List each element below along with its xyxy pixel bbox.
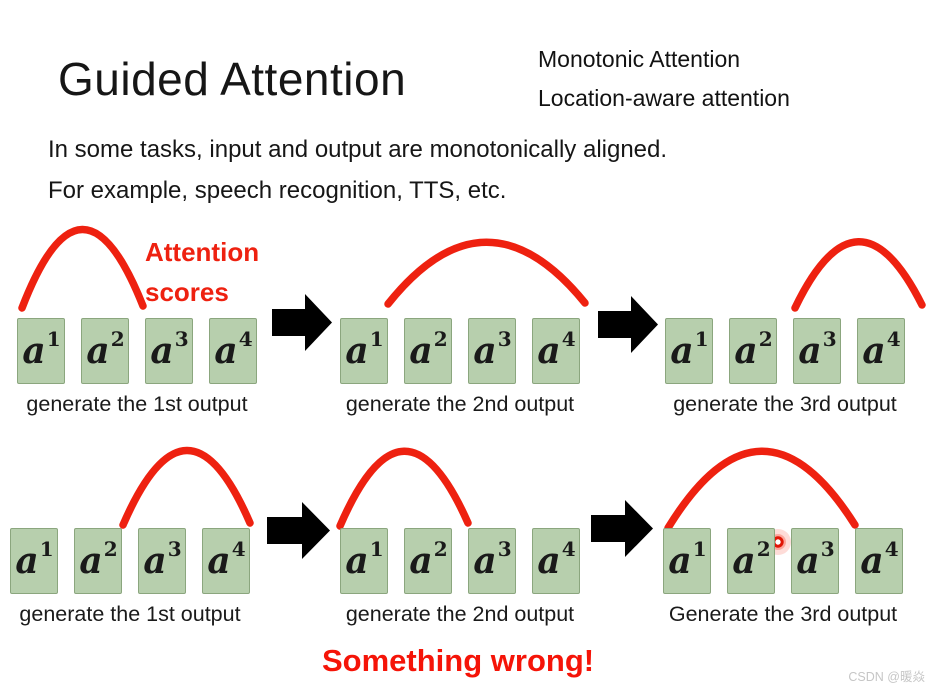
attention-curve-r2s1	[119, 446, 254, 529]
arrow-right-icon-r2a	[267, 502, 330, 559]
page-title: Guided Attention	[58, 53, 407, 105]
step-caption: Generate the 3rd output	[668, 602, 898, 626]
arrow-right-icon-r1a	[272, 294, 332, 351]
intro-line-1: In some tasks, input and output are mono…	[48, 136, 668, 163]
note-location-aware-attention: Location-aware attention	[538, 85, 790, 111]
intro-line-2: For example, speech recognition, TTS, et…	[48, 177, 507, 204]
step-caption: generate the 1st output	[19, 602, 241, 626]
watermark: CSDN @暖焱	[848, 670, 925, 684]
attention-curve-r2s2	[336, 447, 472, 530]
attention-curve-r1s3	[791, 238, 926, 312]
step-caption: generate the 3rd output	[673, 392, 897, 416]
attention-curve-r1s1	[18, 225, 147, 312]
arrow-right-icon-r2b	[591, 500, 653, 557]
step-caption: generate the 2nd output	[345, 602, 575, 626]
arrow-right-icon-r1b	[598, 296, 658, 353]
intro-text: In some tasks, input and output are mono…	[48, 129, 667, 211]
attention-scores-label: Attention scores	[145, 232, 259, 312]
step-caption: generate the 1st output	[26, 392, 248, 416]
header-right-notes: Monotonic Attention Location-aware atten…	[538, 40, 790, 118]
step-caption: generate the 2nd output	[345, 392, 575, 416]
attention-curve-r2s3	[664, 447, 859, 532]
attention-scores-line-2: scores	[145, 277, 229, 307]
attention-scores-line-1: Attention	[145, 237, 260, 267]
attention-curve-r1s2	[384, 238, 589, 308]
something-wrong-label: Something wrong!	[322, 643, 595, 678]
note-monotonic-attention: Monotonic Attention	[538, 46, 741, 72]
